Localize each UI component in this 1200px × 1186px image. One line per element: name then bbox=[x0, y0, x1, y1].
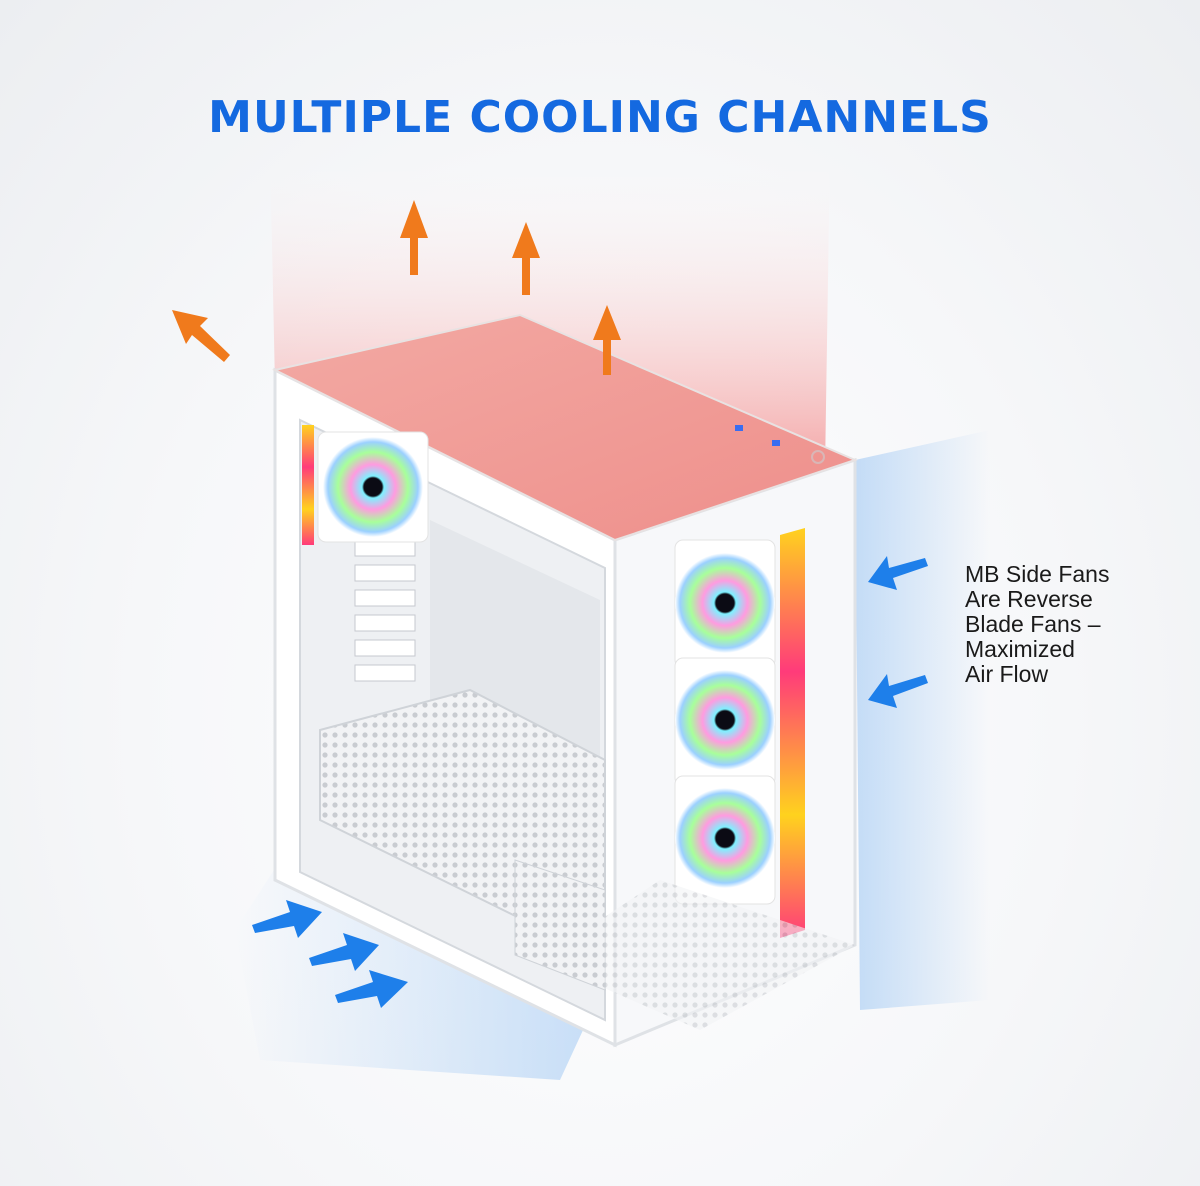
callout-line: Blade Fans – bbox=[965, 611, 1101, 637]
side-intake-glow bbox=[855, 430, 990, 1010]
power-button bbox=[811, 450, 825, 464]
intake-arrow bbox=[309, 933, 379, 971]
callout-line: Are Reverse bbox=[965, 586, 1093, 612]
callout-line: MB Side Fans bbox=[965, 561, 1110, 587]
bottom-mesh bbox=[540, 880, 855, 1030]
callout-line: Air Flow bbox=[965, 661, 1049, 687]
rear-fan bbox=[323, 437, 423, 537]
rgb-strip bbox=[302, 425, 314, 545]
case-top-panel bbox=[272, 313, 858, 542]
intake-arrow bbox=[252, 900, 322, 938]
usb-port bbox=[735, 425, 743, 431]
exhaust-arrow bbox=[400, 200, 428, 275]
intake-arrow bbox=[335, 970, 408, 1008]
side-fan bbox=[675, 788, 775, 888]
exhaust-arrow bbox=[512, 222, 540, 295]
callout-line: Maximized bbox=[965, 636, 1075, 662]
intake-arrow bbox=[868, 556, 928, 590]
exhaust-arrow bbox=[593, 305, 621, 375]
exhaust-arrow bbox=[172, 310, 230, 362]
callout-text: MB Side Fans Are Reverse Blade Fans – Ma… bbox=[965, 562, 1185, 687]
intake-arrow bbox=[868, 674, 928, 708]
rgb-strip bbox=[780, 528, 805, 938]
usb-port bbox=[772, 440, 780, 446]
pci-slots bbox=[354, 539, 416, 682]
page-title: MULTIPLE COOLING CHANNELS bbox=[208, 92, 992, 143]
side-fan bbox=[675, 553, 775, 653]
side-fan bbox=[675, 670, 775, 770]
